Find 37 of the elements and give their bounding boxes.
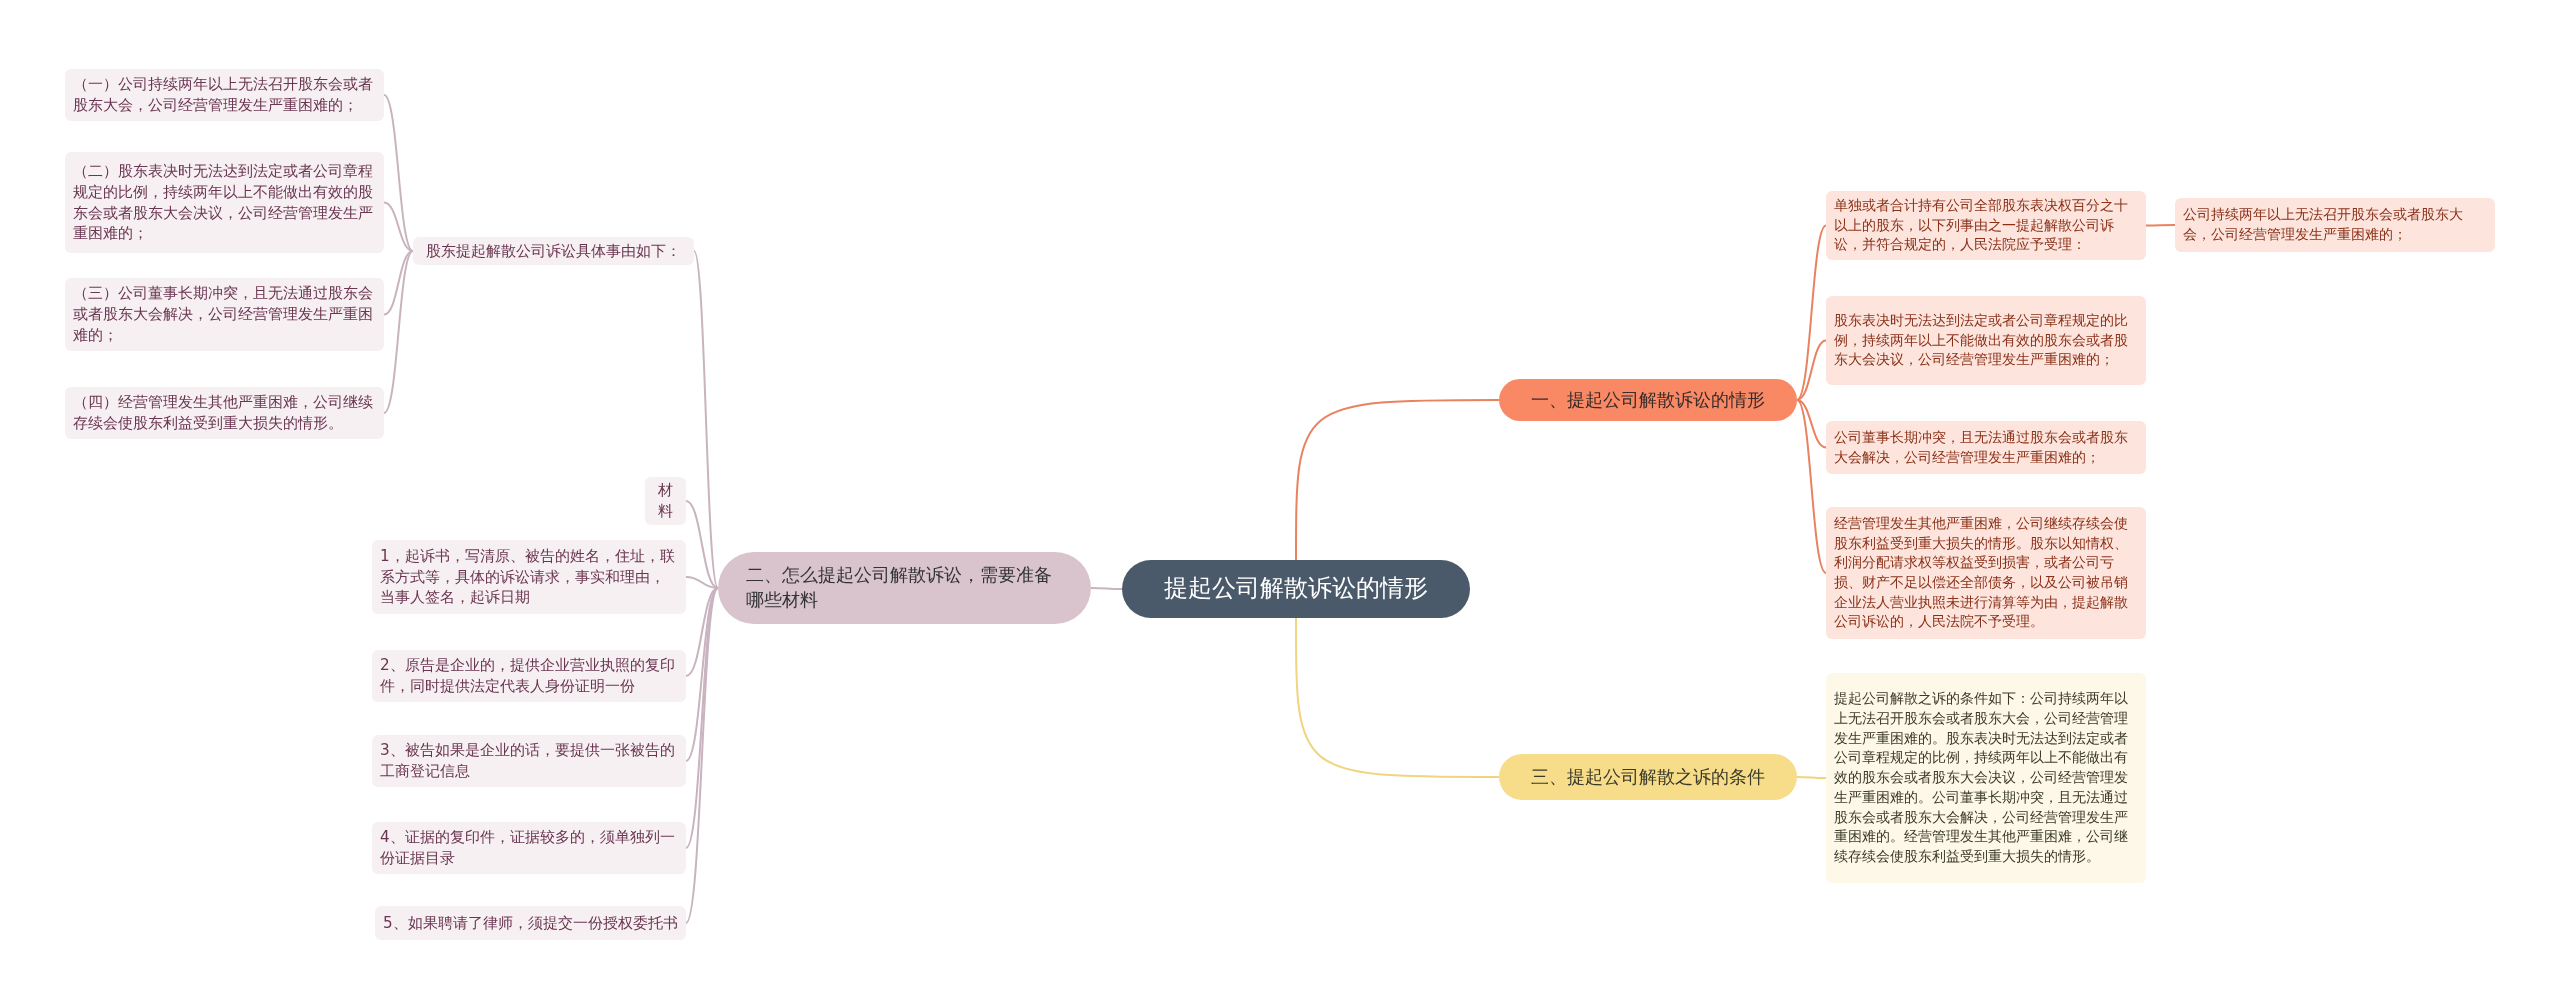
topic-box: 3、被告如果是企业的话，要提供一张被告的工商登记信息 [372,735,686,787]
topic-box: （四）经营管理发生其他严重困难，公司继续存续会使股东利益受到重大损失的情形。 [65,387,384,439]
topic-box: 股东提起解散公司诉讼具体事由如下： [413,237,694,265]
topic-box: 公司持续两年以上无法召开股东会或者股东大会，公司经营管理发生严重困难的； [2175,198,2495,252]
connector-line [383,250,414,316]
branch-topic: 一、提起公司解散诉讼的情形 [1499,379,1797,421]
topic-box: 提起公司解散之诉的条件如下：公司持续两年以上无法召开股东会或者股东大会，公司经营管理发生严重困难的。股东表决时无法达到法定或者公司章程规定的比例，持续两年以上不能做出有效的股东会或者股东大会决议，公司经营管理发生严重困难的。公司董事长期冲突，且无法通过股东会或者股东大会解决，公司经营管理发生严重困难的。经营管理发生其他严重困难，公司继续存续会使股东利益受到重大损失的情形。 [1826,673,2146,883]
topic-box: 4、证据的复印件，证据较多的，须单独列一份证据目录 [372,822,686,874]
connector-line [1796,224,1827,401]
connector-line [1796,399,1827,574]
topic-box: （三）公司董事长期冲突，且无法通过股东会或者股东大会解决，公司经营管理发生严重困难的； [65,278,384,351]
connector-line [383,250,414,414]
connector-line [383,94,414,252]
topic-box: 单独或者合计持有公司全部股东表决权百分之十以上的股东，以下列事由之一提起解散公司诉讼，并符合规定的，人民法院应予受理： [1826,191,2146,261]
topic-box: （二）股东表决时无法达到法定或者公司章程规定的比例，持续两年以上不能做出有效的股东会或者股东大会决议，公司经营管理发生严重困难的； [65,152,384,253]
topic-box: 材料 [645,477,686,525]
connector-line [2145,224,2176,227]
connector-line [693,250,719,589]
topic-box: 经营管理发生其他严重困难，公司继续存续会使股东利益受到重大损失的情形。股东以知情权、利润分配请求权等权益受到损害，或者公司亏损、财产不足以偿还全部债务，以及公司被吊销企业法人营业执照未进行清算等为由，提起解散公司诉讼的，人民法院不予受理。 [1826,507,2146,639]
topic-box: 股东表决时无法达到法定或者公司章程规定的比例，持续两年以上不能做出有效的股东会或者股东大会决议，公司经营管理发生严重困难的； [1826,296,2146,385]
topic-box: 5、如果聘请了律师，须提交一份授权委托书 [375,906,686,940]
topic-box: 1，起诉书，写清原、被告的姓名，住址，联系方式等，具体的诉讼请求，事实和理由，当事人签名，起诉日期 [372,540,686,614]
central-topic: 提起公司解散诉讼的情形 [1122,560,1470,618]
topic-box: 2、原告是企业的，提供企业营业执照的复印件，同时提供法定代表人身份证明一份 [372,650,686,702]
connector-line [1295,399,1500,561]
connector-line [1796,776,1827,779]
connector-line [685,587,719,924]
branch-topic: 二、怎么提起公司解散诉讼，需要准备哪些材料 [718,552,1091,624]
branch-topic: 三、提起公司解散之诉的条件 [1499,754,1797,800]
connector-line [1796,339,1827,401]
topic-box: 公司董事长期冲突，且无法通过股东会或者股东大会解决，公司经营管理发生严重困难的； [1826,421,2146,474]
connector-line [383,201,414,252]
connector-line [1090,587,1123,590]
topic-box: （一）公司持续两年以上无法召开股东会或者股东大会，公司经营管理发生严重困难的； [65,69,384,121]
connector-line [1295,617,1500,778]
connector-line [1796,399,1827,449]
connector-line [685,500,719,589]
